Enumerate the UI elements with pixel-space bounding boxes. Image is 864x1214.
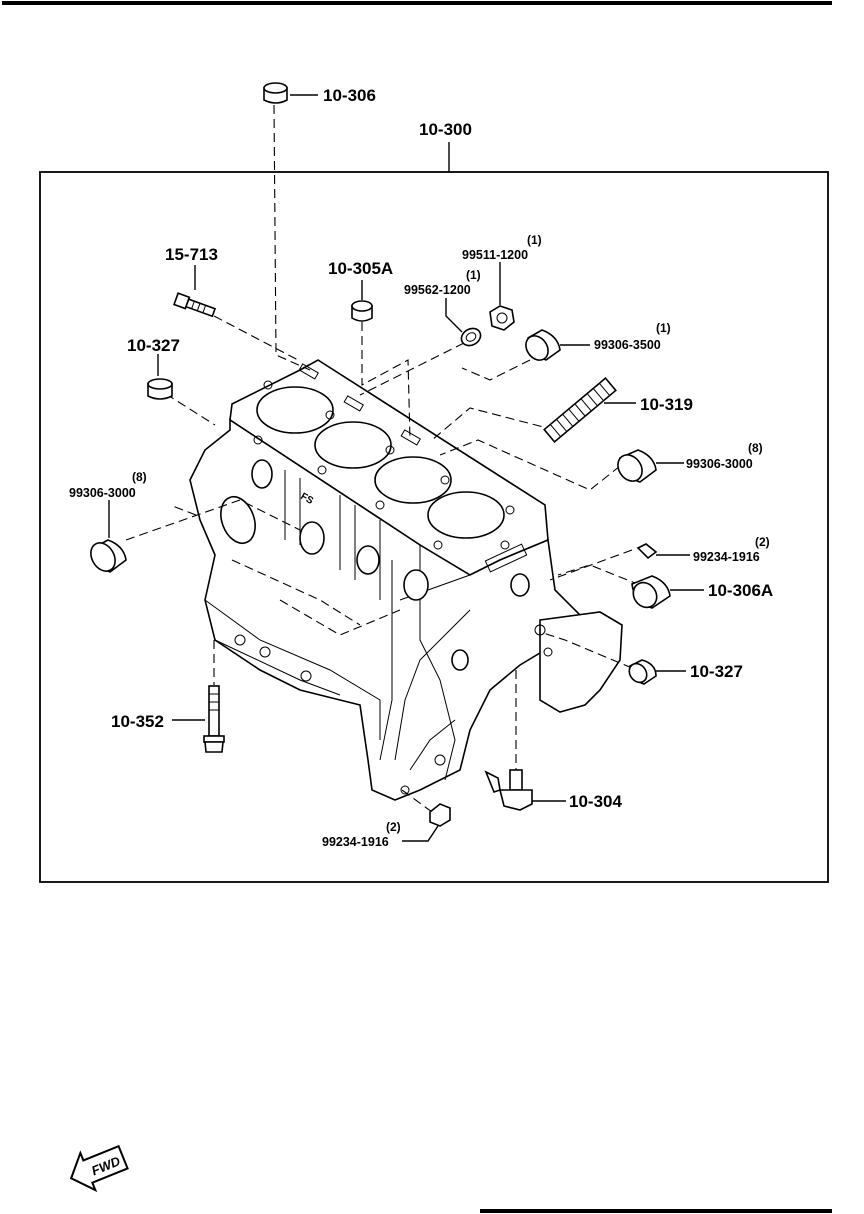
part-10-306-dowel[interactable] [263,82,288,104]
part-15-713-bolt[interactable] [173,292,217,318]
dashed-leaders [125,104,641,813]
part-10-319-stud[interactable] [543,377,617,443]
part-99234-1916-dowel-right[interactable] [636,543,658,560]
callout-99511-1200-qty: (1) [527,233,542,247]
callout-10-352[interactable]: 10-352 [111,712,164,731]
assembly-label[interactable]: 10-300 [419,120,472,139]
callout-99234-1916-bottom-qty: (2) [386,820,401,834]
callout-99234-1916-right[interactable]: 99234-1916 [693,550,760,564]
part-10-327-plug-left[interactable] [147,378,173,400]
callout-99306-3000-left-qty: (8) [132,470,147,484]
callout-99306-3000-right-qty: (8) [748,441,763,455]
callout-99306-3000-left[interactable]: 99306-3000 [69,486,136,500]
callout-10-327-left[interactable]: 10-327 [127,336,180,355]
callout-99234-1916-right-qty: (2) [755,535,770,549]
fwd-arrow-icon: FWD [69,1144,129,1193]
part-99306-3000-cup-plug-left[interactable] [86,539,127,576]
callout-99562-1200-qty: (1) [466,268,481,282]
callout-99511-1200[interactable]: 99511-1200 [462,248,528,262]
part-10-306A-ring[interactable] [629,575,671,612]
callout-10-305A[interactable]: 10-305A [328,259,393,278]
assembly-frame [39,171,829,883]
part-10-327-plug-right[interactable] [626,659,657,686]
part-99562-1200-washer[interactable] [458,325,483,349]
callout-99306-3500[interactable]: 99306-3500 [594,338,661,352]
callout-99306-3000-right[interactable]: 99306-3000 [686,457,753,471]
part-10-305A-plug[interactable] [351,300,373,322]
callout-99562-1200[interactable]: 99562-1200 [404,283,471,297]
cylinder-block[interactable]: FS [189,359,623,801]
callout-10-319[interactable]: 10-319 [640,395,693,414]
part-99511-1200-plug[interactable] [489,305,515,331]
part-99306-3500-cup-plug[interactable] [521,329,561,364]
callout-99306-3500-qty: (1) [656,321,671,335]
part-10-304-oil-jet[interactable] [484,769,533,811]
callout-15-713[interactable]: 15-713 [165,245,218,264]
callout-10-306A[interactable]: 10-306A [708,581,773,600]
callout-10-304[interactable]: 10-304 [569,792,622,811]
part-99306-3000-cup-plug-right[interactable] [613,449,657,486]
callout-10-327-right[interactable]: 10-327 [690,662,743,681]
callout-99234-1916-bottom[interactable]: 99234-1916 [322,835,389,849]
part-99234-1916-dowel-bottom[interactable] [429,803,451,827]
part-10-352-bolt[interactable] [203,685,225,753]
callout-10-306[interactable]: 10-306 [323,86,376,105]
